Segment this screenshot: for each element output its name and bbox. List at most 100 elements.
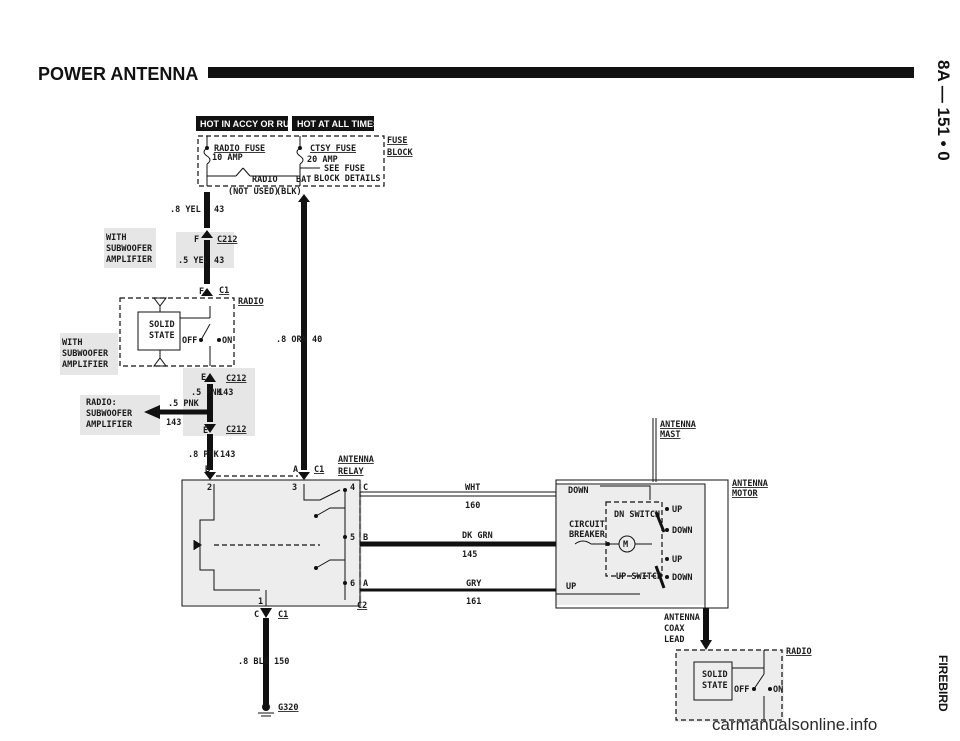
connector-c1-top: [201, 288, 213, 296]
arrow-branch: [144, 405, 160, 419]
svg-text:SUBWOOFER: SUBWOOFER: [62, 349, 109, 359]
title-bar: [208, 67, 914, 78]
svg-text:STATE: STATE: [149, 331, 175, 341]
vehicle-name: FIREBIRD: [936, 655, 950, 712]
svg-text:CIRCUIT: CIRCUIT: [569, 520, 605, 530]
svg-text:DOWN: DOWN: [568, 486, 588, 496]
label-w4-num: 143: [218, 388, 233, 398]
pin-e2: E: [203, 426, 208, 436]
svg-text:5: 5: [350, 533, 355, 543]
connector-b: [204, 472, 216, 480]
label-w2: .5 YEL: [178, 256, 209, 266]
note-with-sub-1: WITH SUBWOOFER AMPLIFIER: [106, 233, 153, 265]
svg-text:ON: ON: [222, 336, 232, 346]
connector-c-bot: [260, 608, 272, 618]
page-title: POWER ANTENNA: [38, 64, 198, 84]
relay-pin-c: C: [363, 483, 368, 493]
relay-pin-b: B: [363, 533, 368, 543]
svg-text:CTSY FUSE: CTSY FUSE: [310, 144, 356, 154]
label-w3: .8 ORN: [276, 335, 307, 345]
svg-text:WITH: WITH: [62, 338, 82, 348]
svg-text:STATE: STATE: [702, 681, 728, 691]
svg-text:DN SWITCH: DN SWITCH: [614, 510, 660, 520]
svg-text:BAT: BAT: [296, 175, 311, 185]
shade-radio2: [676, 650, 784, 722]
shade-note-3: [80, 395, 160, 435]
conn-c2: C2: [357, 601, 367, 611]
svg-text:BLOCK: BLOCK: [387, 148, 413, 158]
relay-label-1: ANTENNA: [338, 455, 374, 465]
mast-label-1: ANTENNA: [660, 420, 696, 430]
svg-text:BREAKER: BREAKER: [569, 530, 606, 540]
svg-text:(NOT USED): (NOT USED): [228, 187, 279, 197]
ground-symbol: [258, 703, 274, 717]
svg-text:3: 3: [292, 483, 297, 493]
svg-text:UP: UP: [566, 582, 576, 592]
svg-text:ON: ON: [773, 685, 783, 695]
hot-accy-tag: HOT IN ACCY OR RUN: [196, 116, 296, 131]
svg-text:20 AMP: 20 AMP: [307, 155, 338, 165]
hot-all-tag: HOT AT ALL TIMES: [292, 116, 379, 131]
svg-text:COAX: COAX: [664, 624, 684, 634]
svg-text:(BLK): (BLK): [276, 187, 302, 197]
relay-pin-a: A: [363, 579, 368, 589]
svg-text:SOLID: SOLID: [149, 320, 175, 330]
svg-text:HOT AT ALL TIMES: HOT AT ALL TIMES: [297, 119, 379, 129]
pin-b: B: [205, 465, 210, 475]
svg-text:10 AMP: 10 AMP: [212, 153, 243, 163]
pin-f2: F: [199, 287, 204, 297]
ground-label: G320: [278, 703, 298, 713]
coax-label: ANTENNA COAX LEAD: [664, 613, 700, 645]
svg-text:RADIO: RADIO: [786, 647, 812, 657]
label-gry: GRY: [466, 579, 482, 589]
label-w7: .8 BLK: [238, 657, 270, 667]
connector-c212-top: [201, 230, 213, 238]
label-w7-num: 150: [274, 657, 289, 667]
radio-unit-1: RADIO SOLID STATE OFF ON: [119, 297, 264, 367]
note-radio-sub: RADIO: SUBWOOFER AMPLIFIER: [86, 398, 133, 430]
svg-text:MOTOR: MOTOR: [732, 489, 758, 499]
arrow-orn-top: [298, 194, 310, 202]
svg-text:RADIO: RADIO: [238, 297, 264, 307]
radio-unit-2: RADIO SOLID STATE OFF ON: [675, 647, 812, 721]
svg-text:2: 2: [207, 483, 212, 493]
label-w5: .5 PNK: [168, 399, 200, 409]
label-wht-num: 160: [465, 501, 480, 511]
label-w5-num: 143: [166, 418, 181, 428]
note-with-sub-2: WITH SUBWOOFER AMPLIFIER: [62, 338, 109, 370]
label-w1: .8 YEL: [170, 205, 201, 215]
connector-c212-mid: [204, 373, 216, 382]
label-dkgrn: DK GRN: [462, 531, 493, 541]
svg-text:SEE FUSE: SEE FUSE: [324, 164, 365, 174]
svg-text:AMPLIFIER: AMPLIFIER: [62, 360, 109, 370]
svg-text:RADIO FUSE: RADIO FUSE: [214, 144, 265, 154]
svg-text:DOWN: DOWN: [672, 526, 692, 536]
connector-a: [298, 472, 310, 480]
conn-c1-bot: C1: [278, 610, 288, 620]
pin-e1: E: [201, 373, 206, 383]
pin-f1: F: [194, 235, 199, 245]
svg-text:1: 1: [258, 597, 263, 607]
page-id: 8A — 151 • 0: [934, 60, 953, 161]
label-w1-num: 43: [214, 205, 224, 215]
antenna-motor: ANTENNA MOTOR DOWN DN SWITCH UP SWITCH C…: [555, 479, 768, 609]
svg-text:AMPLIFIER: AMPLIFIER: [106, 255, 153, 265]
conn-c212-mid: C212: [226, 374, 246, 384]
conn-c1-top: C1: [219, 286, 229, 296]
svg-text:RADIO: RADIO: [252, 175, 278, 185]
connector-c212-low: [204, 424, 216, 433]
watermark: carmanualsonline.info: [712, 715, 877, 734]
label-w6: .8 PNK: [188, 450, 220, 460]
label-w3-num: 40: [312, 335, 322, 345]
svg-text:OFF: OFF: [734, 685, 749, 695]
svg-text:HOT IN ACCY OR RUN: HOT IN ACCY OR RUN: [200, 119, 296, 129]
label-w2-num: 43: [214, 256, 224, 266]
shade-note-2: [60, 333, 118, 375]
coax-arrow: [700, 640, 712, 650]
mast-label-2: MAST: [660, 430, 680, 440]
label-w4: .5 PNK: [191, 388, 223, 398]
shade-motor: [555, 485, 705, 605]
shade-relay: [182, 480, 362, 605]
svg-text:DOWN: DOWN: [672, 573, 692, 583]
